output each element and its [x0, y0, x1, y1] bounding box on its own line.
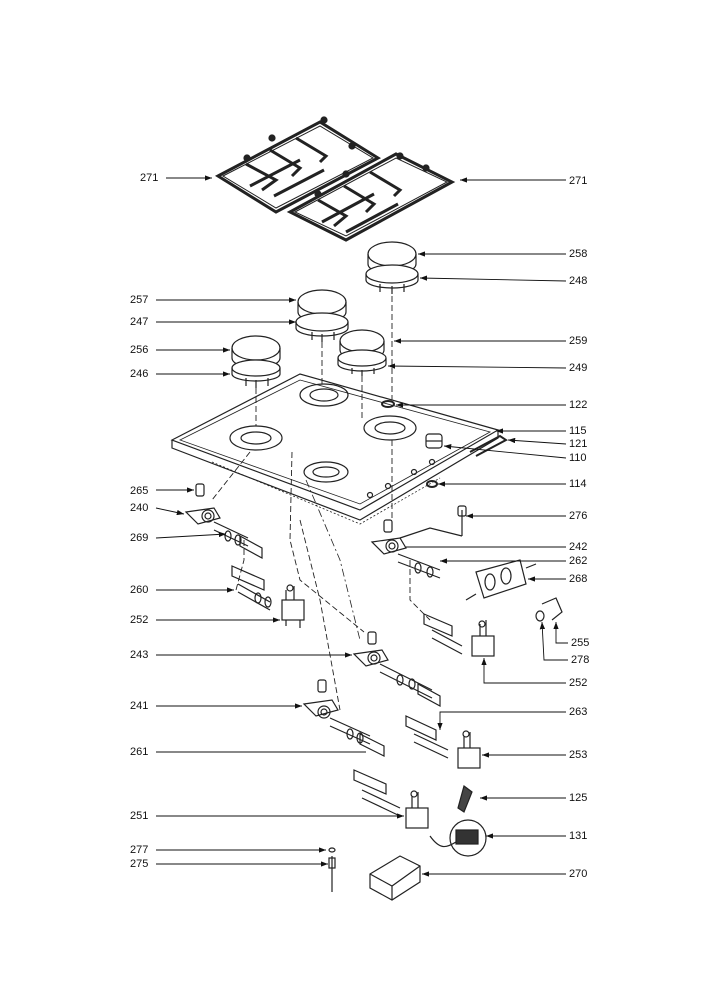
microswitch-131: [429, 819, 487, 857]
burner-auxiliary: [231, 335, 281, 388]
part-label-270: 270: [569, 868, 588, 880]
part-label-259: 259: [569, 335, 588, 347]
part-label-241: 241: [130, 700, 149, 712]
part-label-258: 258: [569, 248, 588, 260]
tube-262: [423, 613, 463, 655]
control-knob: [425, 433, 443, 449]
part-label-240: 240: [130, 502, 149, 514]
part-label-271-right: 271: [569, 175, 588, 187]
part-label-248: 248: [569, 275, 588, 287]
ignition-electrode-276: [399, 505, 467, 539]
part-label-243: 243: [130, 649, 149, 661]
part-label-249: 249: [569, 362, 588, 374]
part-label-271-left: 271: [140, 172, 159, 184]
part-label-263: 263: [569, 706, 588, 718]
thermocouple-125: [457, 784, 473, 813]
part-label-115: 115: [569, 425, 587, 437]
part-label-251: 251: [130, 810, 149, 822]
part-label-261: 261: [130, 746, 149, 758]
gas-connector-255: [535, 597, 563, 622]
part-label-262: 262: [569, 555, 588, 567]
injector-holder-241: [302, 679, 385, 757]
tube-261: [353, 769, 401, 817]
part-label-256: 256: [130, 344, 149, 356]
part-label-276: 276: [569, 510, 588, 522]
part-label-252-left: 252: [130, 614, 149, 626]
part-label-268: 268: [569, 573, 588, 585]
part-label-131: 131: [569, 830, 588, 842]
part-label-242: 242: [569, 541, 588, 553]
injector-holder-242: [370, 519, 441, 579]
tube-260: [231, 565, 272, 611]
hob-top-plate: [170, 373, 508, 525]
electrode-275: [328, 847, 336, 892]
part-label-257: 257: [130, 294, 149, 306]
spark-generator-270: [369, 855, 421, 901]
part-label-269: 269: [130, 532, 149, 544]
burner-rapid: [365, 241, 419, 294]
leader-lines: [155, 175, 568, 877]
gas-valve-251: [405, 790, 429, 829]
gas-valve-253: [457, 730, 481, 769]
pan-support-left: [214, 116, 382, 214]
part-label-253: 253: [569, 749, 588, 761]
part-label-277: 277: [130, 844, 149, 856]
injector-holder-243: [352, 631, 441, 708]
pan-support-right: [286, 152, 456, 242]
gas-valve-252b: [471, 620, 495, 657]
part-label-260: 260: [130, 584, 149, 596]
burner-semi-rapid-large: [295, 289, 349, 342]
tube-263: [405, 715, 449, 759]
part-label-247: 247: [130, 316, 149, 328]
assembly-lines: [211, 296, 431, 711]
part-label-252-right: 252: [569, 677, 588, 689]
part-label-246: 246: [130, 368, 149, 380]
part-label-278: 278: [571, 654, 590, 666]
burner-semi-rapid: [337, 329, 387, 376]
injector-holder-240: [184, 483, 263, 560]
part-label-121: 121: [569, 438, 588, 450]
part-label-122: 122: [569, 399, 588, 411]
part-label-110: 110: [569, 452, 587, 464]
part-label-265: 265: [130, 485, 149, 497]
gas-valve-252a: [281, 584, 305, 628]
part-label-255: 255: [571, 637, 590, 649]
spark-generator-268: [465, 559, 537, 601]
part-label-114: 114: [569, 478, 587, 490]
part-label-125: 125: [569, 792, 588, 804]
part-label-275: 275: [130, 858, 149, 870]
